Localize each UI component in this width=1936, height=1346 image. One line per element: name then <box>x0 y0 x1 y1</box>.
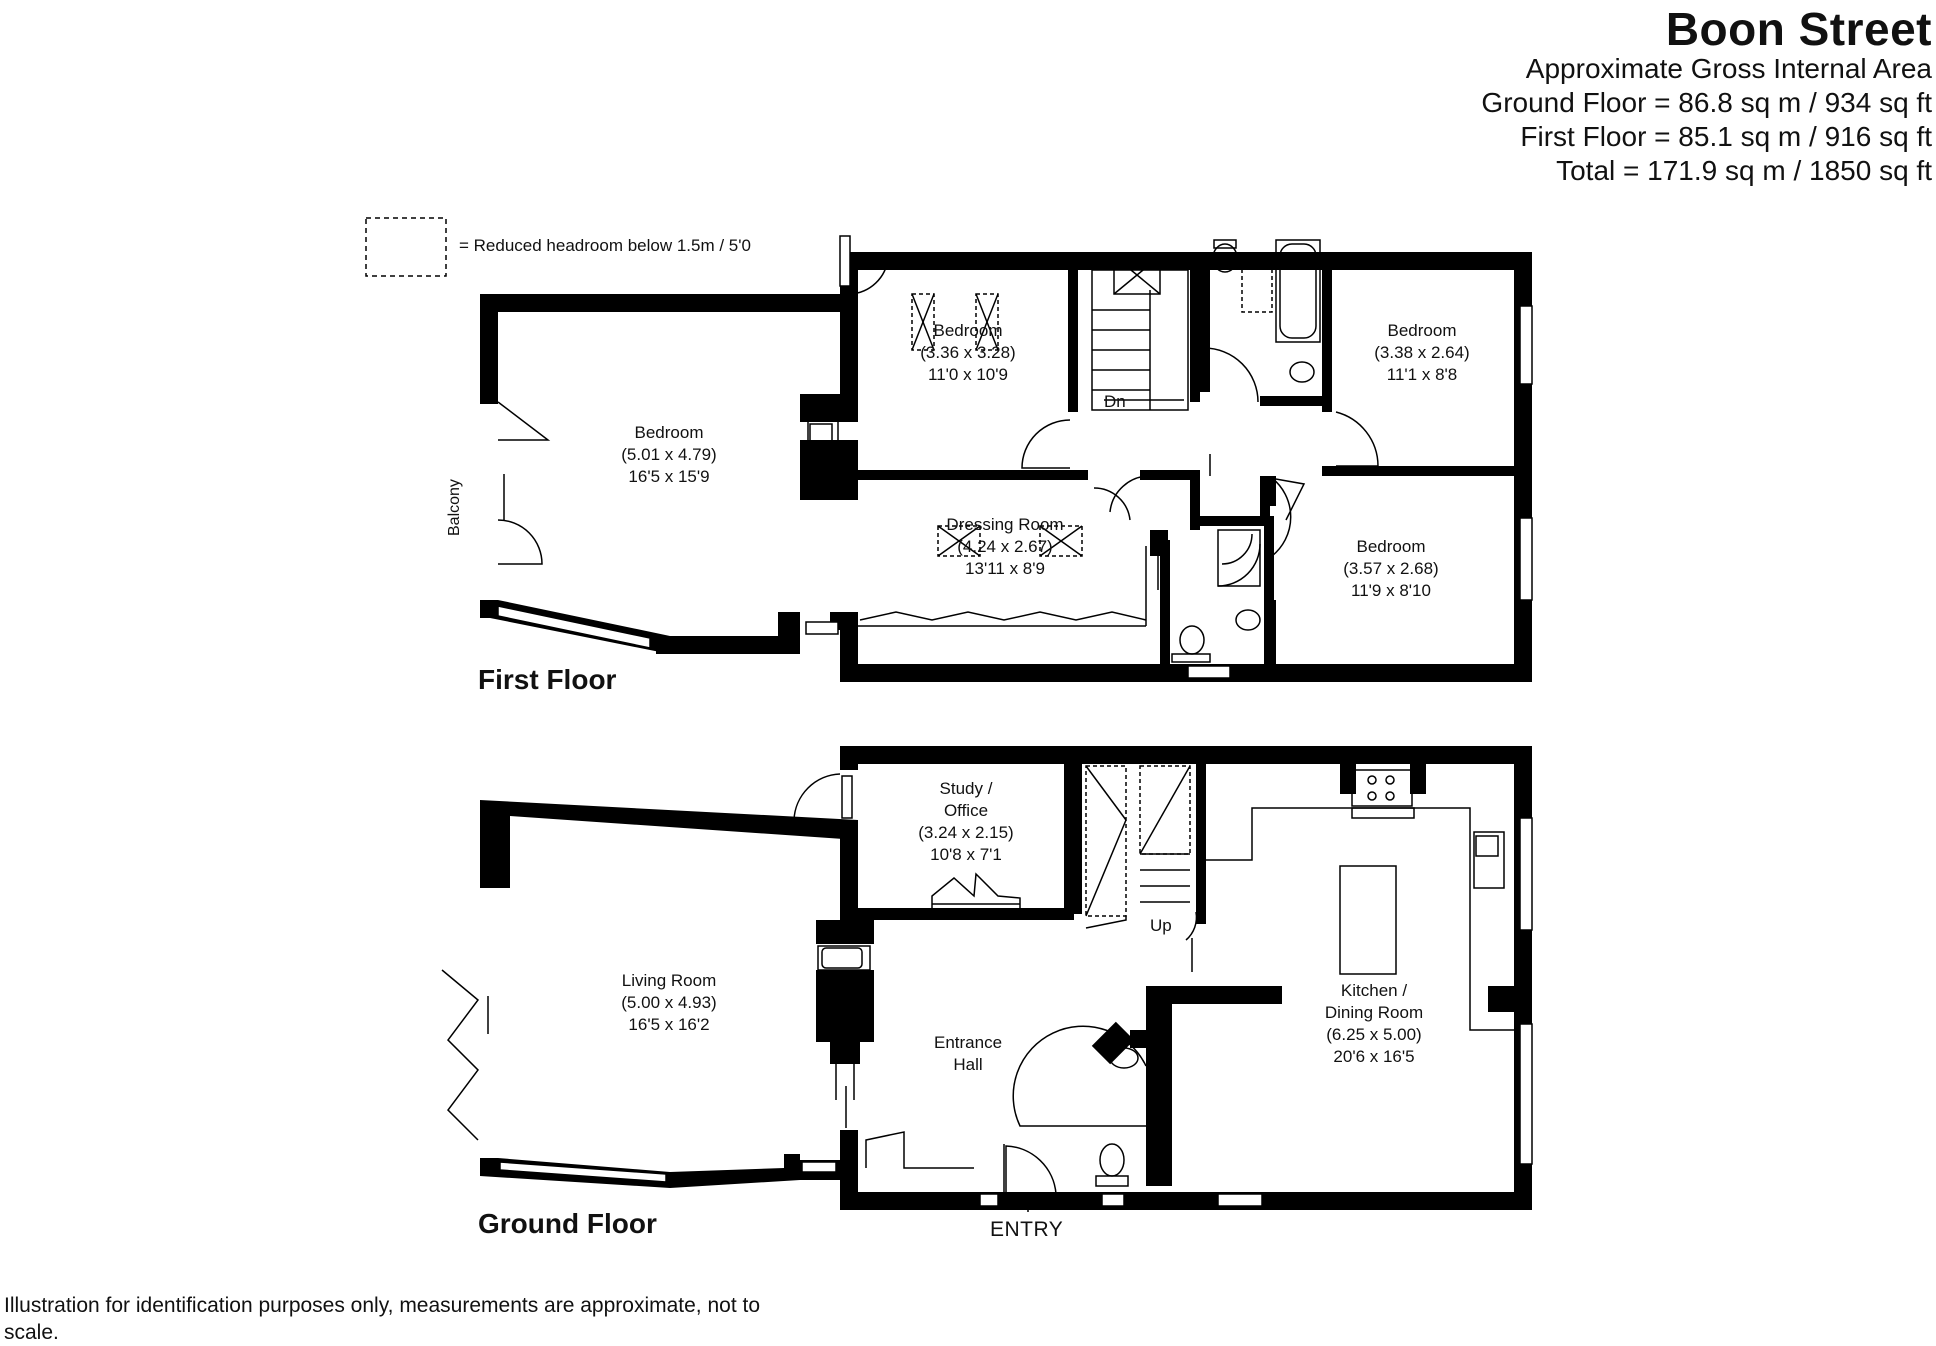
room-metric: (3.38 x 2.64) <box>1374 343 1470 362</box>
room-name: Bedroom <box>1356 537 1426 556</box>
room-bedroom-3: Bedroom (3.38 x 2.64) 11'1 x 8'8 <box>1374 320 1469 386</box>
room-metric: (6.25 x 5.00) <box>1326 1025 1422 1044</box>
entry-label: ENTRY <box>990 1218 1064 1241</box>
room-metric: (4.24 x 2.67) <box>957 537 1053 556</box>
room-name: Kitchen / <box>1340 981 1408 1000</box>
area-heading: Approximate Gross Internal Area <box>1525 53 1932 84</box>
room-name-2: Dining Room <box>1324 1003 1424 1022</box>
ground-floor-windows <box>499 775 1533 1207</box>
room-bedroom-2: Bedroom (3.36 x 3.28) 11'0 x 10'9 <box>920 320 1015 386</box>
room-living-room: Living Room (5.00 x 4.93) 16'5 x 16'2 <box>621 970 716 1036</box>
room-name: Bedroom <box>933 321 1003 340</box>
ground-floor-area: Ground Floor = 86.8 sq m / 934 sq ft <box>1481 87 1932 118</box>
room-imperial: 11'0 x 10'9 <box>928 365 1008 384</box>
room-master-bedroom: Bedroom (5.01 x 4.79) 16'5 x 15'9 <box>621 422 716 488</box>
ground-floor-walls <box>480 746 1532 1210</box>
first-floor-area: First Floor = 85.1 sq m / 916 sq ft <box>1520 121 1932 152</box>
room-name: Study / <box>939 779 993 798</box>
total-area: Total = 171.9 sq m / 1850 sq ft <box>1556 155 1932 186</box>
room-kitchen-dining: Kitchen / Dining Room (6.25 x 5.00) 20'6… <box>1325 980 1423 1068</box>
legend-swatch <box>365 217 447 277</box>
room-imperial: 10'8 x 7'1 <box>930 845 1002 864</box>
room-imperial: 16'5 x 15'9 <box>628 467 710 486</box>
property-title: Boon Street <box>1665 3 1932 55</box>
room-imperial: 20'6 x 16'5 <box>1333 1047 1415 1066</box>
first-floor-fixtures <box>503 239 1321 663</box>
room-name: Bedroom <box>1387 321 1457 340</box>
room-name-2: Hall <box>953 1055 983 1074</box>
ground-floor-label: Ground Floor <box>478 1208 657 1239</box>
room-imperial: 16'5 x 16'2 <box>628 1015 710 1034</box>
ground-floor-doors <box>441 773 1198 1196</box>
first-floor-windows <box>497 235 1533 679</box>
room-metric: (5.00 x 4.93) <box>621 993 717 1012</box>
room-name: Bedroom <box>634 423 704 442</box>
ground-floor-fixtures <box>487 765 1514 1212</box>
first-floor-doors <box>497 257 1379 565</box>
room-dressing-room: Dressing Room (4.24 x 2.67) 13'11 x 8'9 <box>946 514 1063 580</box>
room-name: Living Room <box>621 971 717 990</box>
balcony-label: Balcony <box>446 479 463 536</box>
wardrobe-doors <box>858 546 1147 627</box>
room-imperial: 11'9 x 8'10 <box>1351 581 1431 600</box>
first-floor-label: First Floor <box>478 664 617 695</box>
room-imperial: 13'11 x 8'9 <box>965 559 1045 578</box>
room-imperial: 11'1 x 8'8 <box>1386 365 1458 384</box>
room-metric: (3.57 x 2.68) <box>1343 559 1439 578</box>
stairs-down-label: Dn <box>1104 392 1126 411</box>
room-metric: (5.01 x 4.79) <box>621 445 717 464</box>
room-metric: (3.36 x 3.28) <box>920 343 1016 362</box>
room-name-2: Office <box>943 801 989 820</box>
room-name: Dressing Room <box>946 515 1064 534</box>
legend-text: = Reduced headroom below 1.5m / 5'0 <box>459 236 751 255</box>
room-study-office: Study / Office (3.24 x 2.15) 10'8 x 7'1 <box>918 778 1013 866</box>
room-name: Entrance <box>933 1033 1003 1052</box>
stairs-up-label: Up <box>1150 916 1172 935</box>
room-entrance-hall: Entrance Hall <box>934 1032 1002 1076</box>
room-metric: (3.24 x 2.15) <box>918 823 1014 842</box>
room-bedroom-4: Bedroom (3.57 x 2.68) 11'9 x 8'10 <box>1343 536 1438 602</box>
disclaimer-text: Illustration for identification purposes… <box>4 1294 760 1344</box>
